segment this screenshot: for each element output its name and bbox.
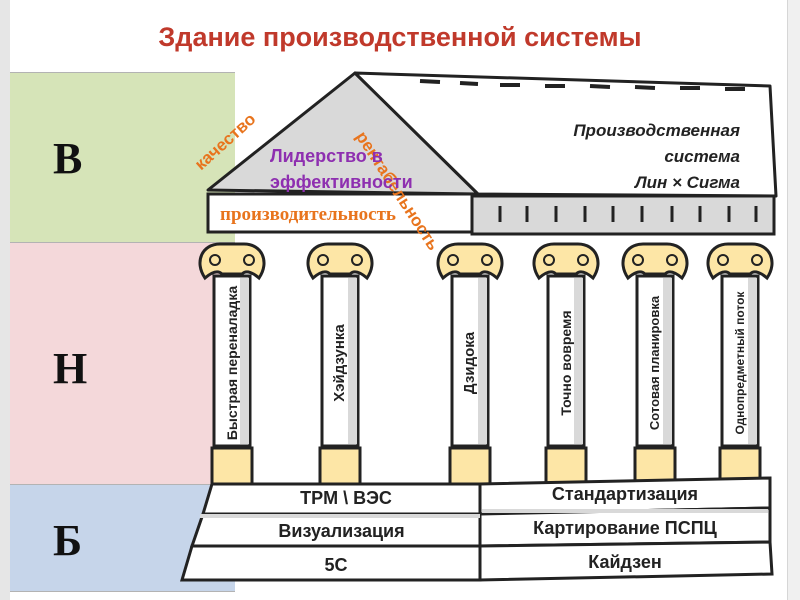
pillar-4-shaft-shade <box>574 278 583 444</box>
pillar-2-label: Хэйдзунка <box>331 324 348 402</box>
architrave-teeth <box>498 206 758 222</box>
foundation-shade-left <box>200 514 480 518</box>
level-letter-middle: Н <box>53 344 88 393</box>
pillar-3-capital <box>436 242 504 281</box>
pillar-5-capital <box>621 242 689 281</box>
pillar-3-label: Дзидока <box>461 331 478 395</box>
production-system-text: Производственная система Лин × Сигма <box>500 118 740 196</box>
architrave-right <box>470 194 776 236</box>
pillar-5 <box>621 242 689 486</box>
production-system-line2: система <box>664 147 740 166</box>
pillar-4-capital <box>532 242 600 281</box>
pillar-1-shaft-shade <box>240 278 249 444</box>
production-system-line3: Лин × Сигма <box>634 173 740 192</box>
pillar-6-label: Однопредметный поток <box>733 291 747 435</box>
level-letter-top: В <box>53 134 83 183</box>
pillar-2-capital <box>306 242 374 281</box>
foundation-tpm: TPM \ ВЭС <box>300 488 392 508</box>
pillar-2-shaft-shade <box>348 278 357 444</box>
roof-slab <box>353 71 778 198</box>
pillar-3-shaft-shade <box>478 278 487 444</box>
window-scrollbar[interactable] <box>787 0 800 600</box>
pillar-3 <box>436 242 504 486</box>
pillar-4-label: Точно вовремя <box>558 310 574 416</box>
slide-title: Здание производственной системы <box>158 22 642 52</box>
foundation-standardization: Стандартизация <box>551 484 699 504</box>
pillar-2 <box>306 242 374 486</box>
pillar-1-label: Быстрая переналадка <box>224 285 240 441</box>
pillar-4 <box>532 242 600 486</box>
pillar-6-shaft-shade <box>748 278 757 444</box>
level-band-middle: Н <box>10 242 235 486</box>
window-left-edge <box>0 0 10 600</box>
pillar-6-capital <box>706 242 774 281</box>
foundation-steps <box>179 476 774 582</box>
pillar-1-base <box>210 446 254 486</box>
foundation-step-3-right <box>478 540 774 582</box>
pillar-4-base <box>544 446 588 486</box>
foundation-kaizen: Кайдзен <box>588 552 662 572</box>
roof-ridge-dashes <box>419 79 745 91</box>
pillar-5-shaft-shade <box>663 278 672 444</box>
pillar-2-base <box>318 446 362 486</box>
level-letter-bottom: Б <box>53 516 83 565</box>
pillar-3-base <box>448 446 492 486</box>
level-band-top: В <box>10 72 235 244</box>
pillar-1 <box>198 242 266 486</box>
pediment-leadership-text: Лидерство в эффективности <box>270 146 413 192</box>
foundation-visualization: Визуализация <box>278 521 405 541</box>
architrave-productivity: производительность <box>220 204 396 225</box>
foundation-shade-right <box>482 509 768 513</box>
architrave-left <box>206 192 474 234</box>
foundation-vsm: Картирование ПСПЦ <box>533 518 717 538</box>
pillar-1-capital <box>198 242 266 281</box>
production-system-line1: Производственная <box>573 121 740 140</box>
pillar-5-label: Сотовая планировка <box>647 295 662 431</box>
foundation-5s: 5С <box>324 555 348 575</box>
